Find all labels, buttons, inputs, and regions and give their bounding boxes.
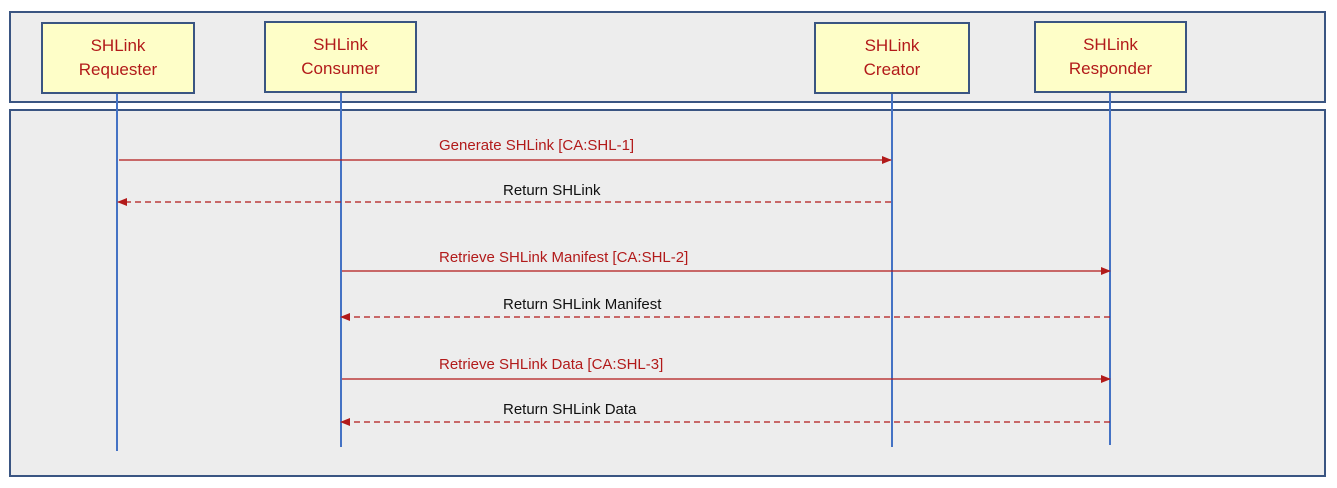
actor-requester: SHLink Requester (41, 22, 195, 94)
actor-creator-line2: Creator (863, 60, 921, 79)
actor-requester-line2: Requester (78, 60, 158, 79)
lifeline-requester (116, 94, 118, 451)
actor-creator-line1: SHLink (864, 36, 920, 55)
actor-responder-line1: SHLink (1083, 35, 1138, 54)
actor-requester-line1: SHLink (90, 36, 146, 55)
actor-consumer-line2: Consumer (301, 59, 380, 78)
actor-responder-line2: Responder (1068, 59, 1153, 78)
message-label-return-manifest: Return SHLink Manifest (503, 296, 662, 313)
sequence-body-panel (9, 109, 1326, 477)
actor-consumer-line1: SHLink (313, 35, 368, 54)
lifeline-consumer (340, 93, 342, 447)
actor-creator: SHLink Creator (814, 22, 970, 94)
actor-consumer: SHLink Consumer (264, 21, 417, 93)
message-label-retrieve-manifest: Retrieve SHLink Manifest [CA:SHL-2] (439, 249, 689, 266)
message-label-return-data: Return SHLink Data (503, 401, 637, 418)
message-label-retrieve-data: Retrieve SHLink Data [CA:SHL-3] (439, 356, 664, 373)
message-label-return-shlink: Return SHLink (503, 182, 601, 199)
actor-responder: SHLink Responder (1034, 21, 1187, 93)
message-label-generate-shlink: Generate SHLink [CA:SHL-1] (439, 137, 635, 154)
